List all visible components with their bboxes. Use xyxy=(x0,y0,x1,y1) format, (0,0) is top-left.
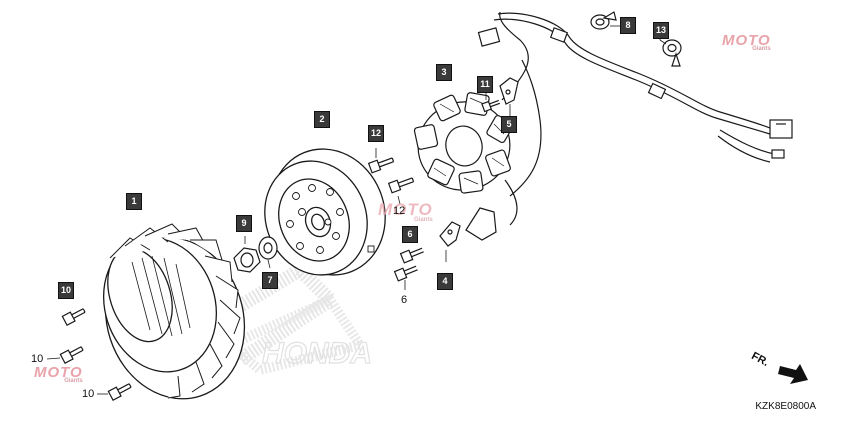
part-tag-12[interactable]: 12 xyxy=(368,125,384,142)
harness-clip-8[interactable] xyxy=(590,11,620,30)
part-tag-4[interactable]: 4 xyxy=(437,273,453,290)
part-tag-6[interactable]: 6 xyxy=(402,226,418,243)
svg-text:HONDA: HONDA xyxy=(262,337,372,370)
washer[interactable] xyxy=(258,236,278,269)
cooling-fan[interactable] xyxy=(85,219,265,417)
part-tag-13[interactable]: 13 xyxy=(653,22,669,39)
clamp-screw[interactable] xyxy=(481,92,501,113)
label-bolt-6: 6 xyxy=(401,294,408,306)
part-tag-10[interactable]: 10 xyxy=(58,282,74,299)
part-tag-1[interactable]: 1 xyxy=(126,193,142,210)
bolt-6-set[interactable] xyxy=(393,245,425,290)
wire-harness[interactable] xyxy=(477,12,793,163)
part-tag-11[interactable]: 11 xyxy=(477,76,493,93)
diagram-code: KZK8E0800A xyxy=(755,401,816,412)
wire-clamp[interactable] xyxy=(499,77,519,116)
bolt-12-set[interactable] xyxy=(367,148,415,205)
stator[interactable] xyxy=(408,11,542,226)
part-tag-9[interactable]: 9 xyxy=(236,215,252,232)
front-direction-arrow xyxy=(778,364,808,384)
label-bolt-12: 12 xyxy=(393,205,406,217)
flywheel-nut[interactable] xyxy=(233,236,261,273)
fan-bolts[interactable] xyxy=(46,306,132,402)
honda-background-logo: HONDA xyxy=(187,261,373,376)
label-bolt-10-b: 10 xyxy=(82,388,95,400)
part-tag-2[interactable]: 2 xyxy=(314,111,330,128)
part-tag-8[interactable]: 8 xyxy=(620,17,636,34)
label-bolt-10-a: 10 xyxy=(31,353,44,365)
part-tag-5[interactable]: 5 xyxy=(501,116,517,133)
part-tag-7[interactable]: 7 xyxy=(262,272,278,289)
part-tag-3[interactable]: 3 xyxy=(436,64,452,81)
pulser-bracket[interactable] xyxy=(439,207,497,262)
flywheel[interactable] xyxy=(248,132,404,293)
